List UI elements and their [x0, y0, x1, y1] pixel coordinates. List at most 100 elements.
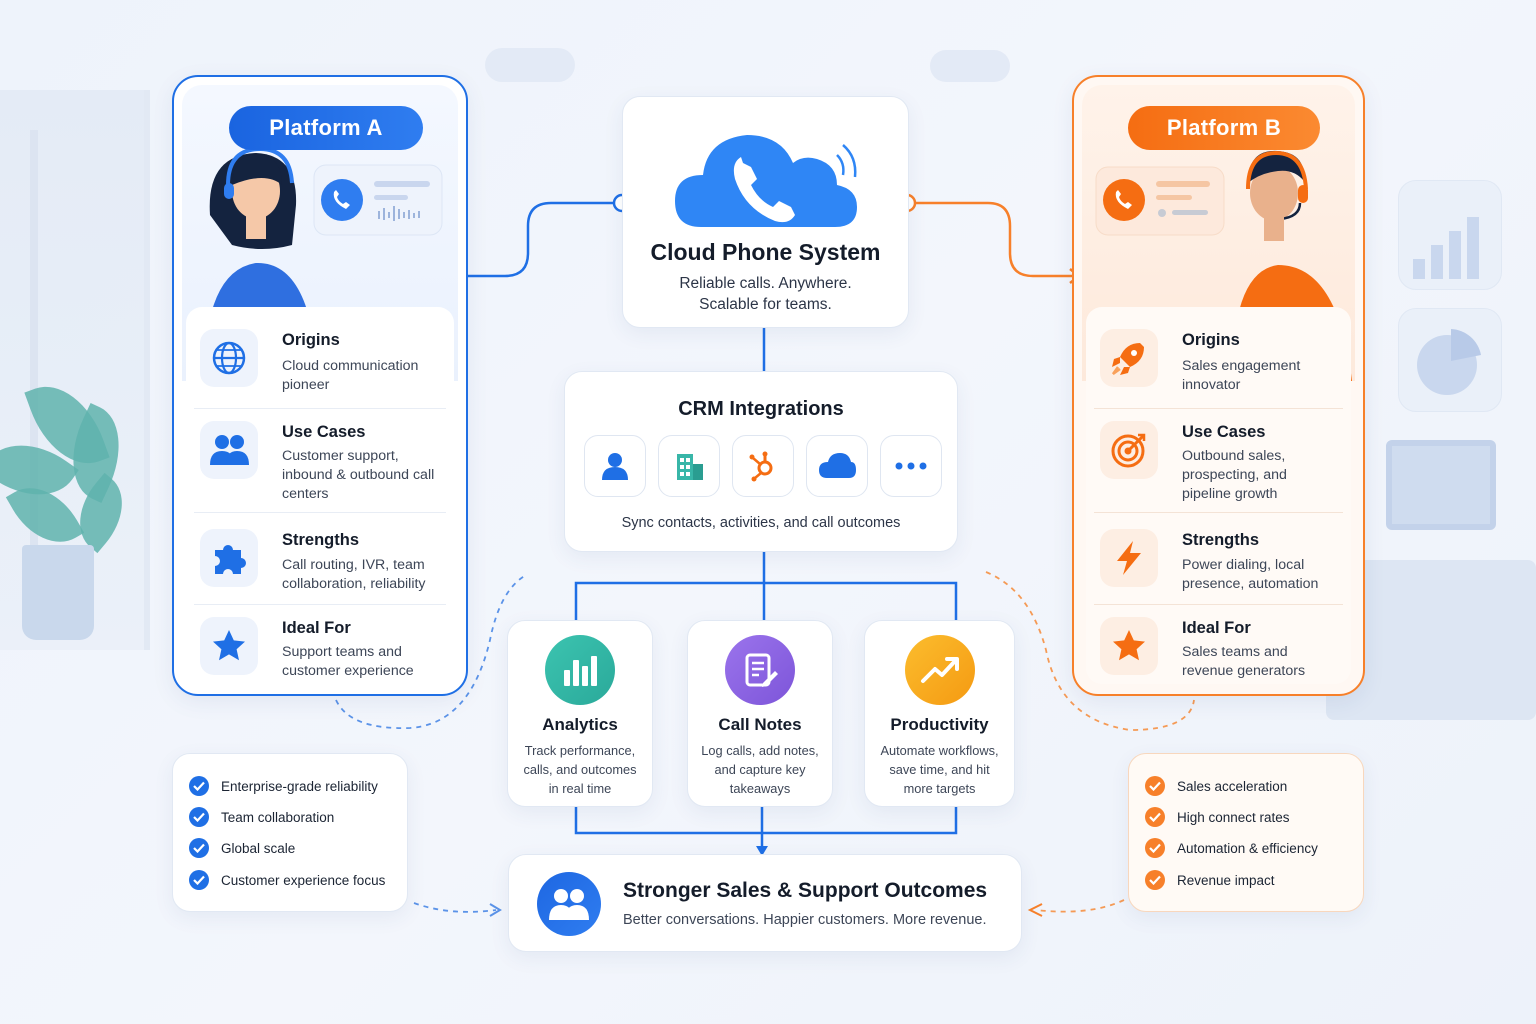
plant-pot: [22, 545, 94, 640]
checklist-item: Sales acceleration: [1145, 776, 1287, 796]
platform-a-label: Platform A: [229, 106, 423, 150]
feature-analytics: Analytics Track performance, calls, and …: [507, 620, 653, 807]
feature-productivity: Productivity Automate workflows, save ti…: [864, 620, 1015, 807]
check-icon: [1145, 838, 1165, 858]
platform-a-checklist: Enterprise-grade reliability Team collab…: [172, 753, 408, 912]
checklist-item: Global scale: [189, 838, 295, 858]
row-title: Use Cases: [282, 423, 366, 441]
platform-b-row-origins: Origins Sales engagement innovator: [1094, 307, 1343, 409]
feature-description-line: takeaways: [729, 781, 791, 796]
checklist-item: High connect rates: [1145, 807, 1290, 827]
rocket-icon: [1100, 329, 1158, 387]
row-description: Cloud communication pioneer: [282, 358, 419, 393]
feature-description-line: Automate workflows,: [880, 743, 999, 758]
platform-b-details: Origins Sales engagement innovator Use C…: [1086, 307, 1351, 684]
platform-b-checklist: Sales acceleration High connect rates Au…: [1128, 753, 1364, 912]
target-icon: [1100, 421, 1158, 479]
platform-b-row-ideal-for: Ideal For Sales teams and revenue genera…: [1094, 605, 1343, 691]
platform-a-details: Origins Cloud communication pioneer Use …: [186, 307, 454, 684]
cloud-phone-system-card: Cloud Phone System Reliable calls. Anywh…: [622, 96, 909, 328]
trend-up-icon: [904, 635, 975, 705]
globe-icon: [200, 329, 258, 387]
outcome-title: Stronger Sales & Support Outcomes: [623, 879, 988, 902]
checklist-item: Automation & efficiency: [1145, 838, 1318, 858]
feature-title: Call Notes: [718, 715, 802, 734]
cloud-subtitle: Reliable calls. Anywhere. Scalable for t…: [623, 273, 908, 315]
check-icon: [1145, 776, 1165, 796]
feature-description-line: calls, and outcomes: [523, 762, 637, 777]
row-description: Sales engagement innovator: [1182, 358, 1301, 393]
row-description: Customer support, inbound & outbound cal…: [282, 448, 435, 502]
cloud-phone-icon: [675, 135, 857, 227]
checklist-item: Customer experience focus: [189, 870, 385, 890]
cloud-icon: [806, 435, 868, 497]
background-cloud: [930, 50, 1010, 82]
hubspot-icon: [732, 435, 794, 497]
building-icon: [658, 435, 720, 497]
bar-chart-icon: [1413, 217, 1479, 279]
checklist-item: Revenue impact: [1145, 870, 1275, 890]
star-icon: [1100, 617, 1158, 675]
row-description: Call routing, IVR, team collaboration, r…: [282, 557, 426, 592]
checklist-item-label: High connect rates: [1177, 809, 1290, 825]
checklist-item-label: Enterprise-grade reliability: [221, 778, 378, 794]
notes-icon: [725, 635, 795, 705]
bar-chart-icon: [545, 635, 615, 705]
row-description: Outbound sales, prospecting, and pipelin…: [1182, 448, 1287, 502]
platform-a-row-origins: Origins Cloud communication pioneer: [194, 307, 446, 409]
platform-b-row-strengths: Strengths Power dialing, local presence,…: [1094, 513, 1343, 605]
feature-description: Track performance, calls, and outcomes i…: [514, 741, 646, 798]
platform-b-card: Platform B Origins Sales engagement inno…: [1072, 75, 1365, 696]
row-title: Strengths: [282, 531, 360, 549]
pie-chart-icon: [1417, 329, 1481, 395]
cloud-title: Cloud Phone System: [650, 239, 881, 265]
feature-description-line: more targets: [903, 781, 976, 796]
checklist-item: Team collaboration: [189, 807, 334, 827]
feature-description-line: in real time: [548, 781, 612, 796]
platform-b-row-use-cases: Use Cases Outbound sales, prospecting, a…: [1094, 409, 1343, 513]
lightning-icon: [1100, 529, 1158, 587]
row-description: Sales teams and revenue generators: [1182, 644, 1306, 679]
check-icon: [189, 870, 209, 890]
cloud-subtitle-line-2: Scalable for teams.: [699, 296, 832, 313]
cloud-subtitle-line-1: Reliable calls. Anywhere.: [679, 275, 852, 292]
puzzle-icon: [200, 529, 258, 587]
feature-title: Analytics: [542, 715, 618, 734]
check-icon: [189, 807, 209, 827]
checklist-item-label: Sales acceleration: [1177, 778, 1288, 794]
outcome-description: Better conversations. Happier customers.…: [623, 912, 987, 928]
crm-title: CRM Integrations: [678, 398, 844, 420]
star-icon: [200, 617, 258, 675]
row-title: Origins: [282, 331, 340, 349]
checklist-item-label: Global scale: [221, 840, 296, 856]
row-title: Strengths: [1182, 531, 1260, 549]
team-icon: [537, 872, 601, 936]
checklist-item-label: Revenue impact: [1177, 872, 1275, 888]
checklist-item-label: Team collaboration: [221, 809, 335, 825]
background-pie-tile: [1398, 308, 1502, 412]
row-title: Ideal For: [1182, 619, 1251, 637]
feature-description: Automate workflows, save time, and hit m…: [871, 741, 1008, 798]
checklist-item: Enterprise-grade reliability: [189, 776, 378, 796]
row-title: Ideal For: [282, 619, 351, 637]
platform-a-card: Platform A Origins Cloud communication p…: [172, 75, 468, 696]
check-icon: [1145, 807, 1165, 827]
check-icon: [1145, 870, 1165, 890]
platform-a-row-ideal-for: Ideal For Support teams and customer exp…: [194, 605, 446, 691]
row-title: Origins: [1182, 331, 1240, 349]
feature-description-line: and capture key: [714, 762, 806, 777]
users-icon: [200, 421, 258, 479]
platform-a-row-use-cases: Use Cases Customer support, inbound & ou…: [194, 409, 446, 513]
feature-description-line: Track performance,: [524, 743, 636, 758]
contact-icon: [584, 435, 646, 497]
background-cloud: [485, 48, 575, 82]
check-icon: [189, 776, 209, 796]
outcome-card: Stronger Sales & Support Outcomes Better…: [508, 854, 1022, 952]
checklist-item-label: Automation & efficiency: [1177, 840, 1318, 856]
platform-a-row-strengths: Strengths Call routing, IVR, team collab…: [194, 513, 446, 605]
feature-description-line: Log calls, add notes,: [701, 743, 819, 758]
crm-integrations-card: CRM Integrations Sync contacts, activiti…: [564, 371, 958, 552]
checklist-item-label: Customer experience focus: [221, 872, 386, 888]
background-monitor: [1386, 440, 1496, 530]
